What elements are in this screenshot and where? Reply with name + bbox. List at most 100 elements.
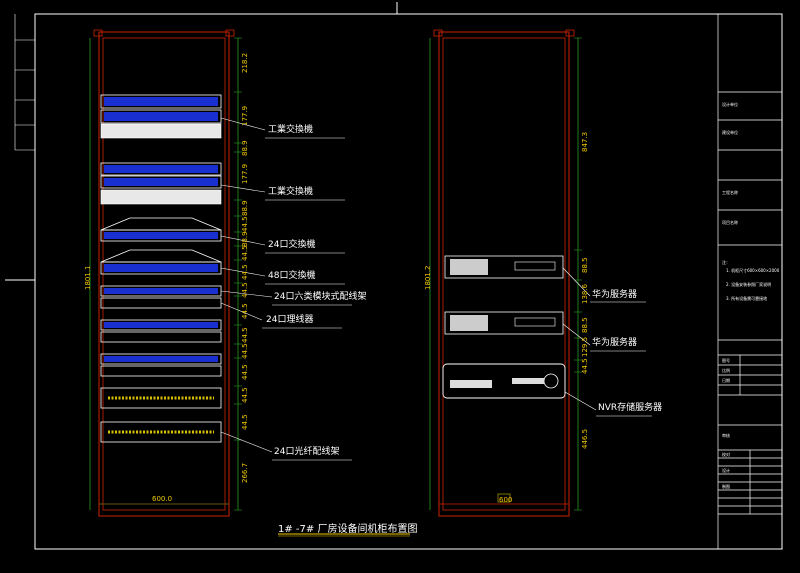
left-seg-dim-12: 44.5 xyxy=(241,343,249,359)
right-rack-width-dim: 600 xyxy=(499,496,513,504)
switch-48-face xyxy=(104,264,218,272)
left-seg-dim-13: 44.5 xyxy=(241,364,249,380)
left-seg-dim-4: 88.9 xyxy=(241,200,249,216)
industrial-switch-1-a-face xyxy=(104,97,218,106)
title-block xyxy=(717,14,782,549)
label-huawei-server-2: 华为服务器 xyxy=(592,338,638,348)
left-seg-dim-11: 44.5 xyxy=(241,326,249,343)
left-seg-dim-8: 44.5 xyxy=(241,263,249,280)
huawei-server-1 xyxy=(444,255,564,279)
patch-panel-3-frame xyxy=(100,353,222,365)
left-rack-outer xyxy=(98,31,230,517)
label-huawei-server-1: 华为服务器 xyxy=(592,290,638,300)
switch-24-face xyxy=(104,232,218,239)
nvr-server-buttons xyxy=(512,378,544,384)
tb-row-3: 项目名称 xyxy=(722,220,738,225)
leader-left-5 xyxy=(220,302,263,321)
cable-manager-1 xyxy=(100,297,222,309)
left-seg-dim-10: 44.5 xyxy=(241,302,249,319)
leader-left-3 xyxy=(220,267,266,277)
industrial-switch-1-a-frame xyxy=(100,94,222,109)
tb-row-0: 设计单位 xyxy=(722,102,738,107)
leader-left-4 xyxy=(220,290,273,298)
left-seg-dim-1: 177.9 xyxy=(241,105,249,126)
industrial-switch-1-b-face xyxy=(104,112,218,121)
patch-panel-1-face xyxy=(104,288,218,294)
leader-left-6 xyxy=(220,431,273,453)
right-rack-foot-tl xyxy=(433,29,443,37)
tb-row-10: 制图 xyxy=(722,484,730,489)
right-seg-dim-4: 129.5 xyxy=(581,336,589,357)
huawei-server-1-bays xyxy=(450,259,488,275)
right-rack-height-dim: 1801.2 xyxy=(424,265,432,291)
label-fiber-panel: 24口光纤配线架 xyxy=(274,447,340,457)
outer-frame xyxy=(34,13,783,550)
switch-24-top xyxy=(100,217,222,231)
drawing-title: 1# -7# 厂房设备间机柜布置图 xyxy=(278,524,418,535)
tb-row-5: 比例 xyxy=(722,368,730,373)
cable-manager-2 xyxy=(100,331,222,343)
left-seg-dim-0: 218.2 xyxy=(241,52,249,73)
tb-row-2: 工程名称 xyxy=(722,190,738,195)
tb-note-3: 3. 所有设备需可靠接地 xyxy=(726,296,768,301)
huawei-server-1-panel xyxy=(514,261,556,271)
nvr-server-display xyxy=(450,380,492,388)
leader-right-0 xyxy=(562,267,591,297)
right-seg-dim-5: 44.5 xyxy=(581,358,589,374)
binding-margin xyxy=(14,14,36,151)
nvr-server xyxy=(442,363,566,399)
left-seg-dim-9: 44.5 xyxy=(241,281,249,298)
leader-left-1 xyxy=(220,184,266,193)
fiber-panel-1 xyxy=(100,387,222,409)
industrial-switch-1-ports xyxy=(100,123,222,139)
huawei-server-2-panel xyxy=(514,317,556,327)
label-nvr-server: NVR存储服务器 xyxy=(598,403,663,413)
left-seg-dim-2: 88.9 xyxy=(241,139,249,156)
label-cable-manager: 24口理线器 xyxy=(266,315,314,325)
leader-left-0 xyxy=(220,117,266,131)
huawei-server-2-bays xyxy=(450,315,488,331)
left-seg-dim-7: 44.5 xyxy=(241,245,249,261)
switch-24-frame xyxy=(100,229,222,242)
right-rack-inner xyxy=(442,37,566,511)
tb-row-8: 校对 xyxy=(722,452,730,457)
racks xyxy=(89,29,652,517)
tb-row-1: 建设单位 xyxy=(722,130,738,135)
industrial-switch-2-ports xyxy=(100,189,222,205)
tb-note-2: 2. 设备安装参照厂家说明 xyxy=(726,282,772,287)
right-seg-dim-6: 446.5 xyxy=(581,428,589,449)
industrial-switch-2-a-frame xyxy=(100,162,222,176)
cable-manager-3 xyxy=(100,365,222,377)
industrial-switch-2-a-face xyxy=(104,165,218,173)
tb-row-7: 审核 xyxy=(722,433,730,438)
left-seg-dim-14: 44.5 xyxy=(241,387,249,403)
right-seg-dim-3: 88.5 xyxy=(581,317,589,333)
patch-panel-3-face xyxy=(104,356,218,362)
left-seg-dim-16: 266.7 xyxy=(241,462,249,483)
patch-panel-2-face xyxy=(104,322,218,328)
tb-row-4: 图号 xyxy=(722,358,730,363)
right-rack-foot-tr xyxy=(565,29,575,37)
label-industrial-switch-1: 工業交換機 xyxy=(268,125,314,135)
label-industrial-switch-2: 工業交換機 xyxy=(268,187,314,197)
patch-panel-2-frame xyxy=(100,319,222,331)
nvr-server-knob xyxy=(543,373,559,389)
label-24-port-switch: 24口交換機 xyxy=(268,240,316,250)
left-rack-foot-tl xyxy=(93,29,103,37)
switch-48-top xyxy=(100,249,222,263)
label-48-port-switch: 48口交換機 xyxy=(268,271,316,281)
industrial-switch-2-b-face xyxy=(104,178,218,186)
left-seg-dim-15: 44.5 xyxy=(241,414,249,430)
right-seg-dim-2: 138.6 xyxy=(581,283,589,304)
right-seg-dim-1: 88.5 xyxy=(581,257,589,273)
left-rack-height-dim: 1801.1 xyxy=(84,265,92,291)
leader-right-2 xyxy=(564,391,597,411)
huawei-server-2 xyxy=(444,311,564,335)
tb-note-0: 注： xyxy=(722,260,730,265)
left-seg-dim-3: 177.9 xyxy=(241,163,249,184)
label-patch-panel: 24口六类模块式配线架 xyxy=(274,292,367,302)
tb-row-9: 设计 xyxy=(722,468,730,473)
left-rack-foot-tr xyxy=(225,29,235,37)
